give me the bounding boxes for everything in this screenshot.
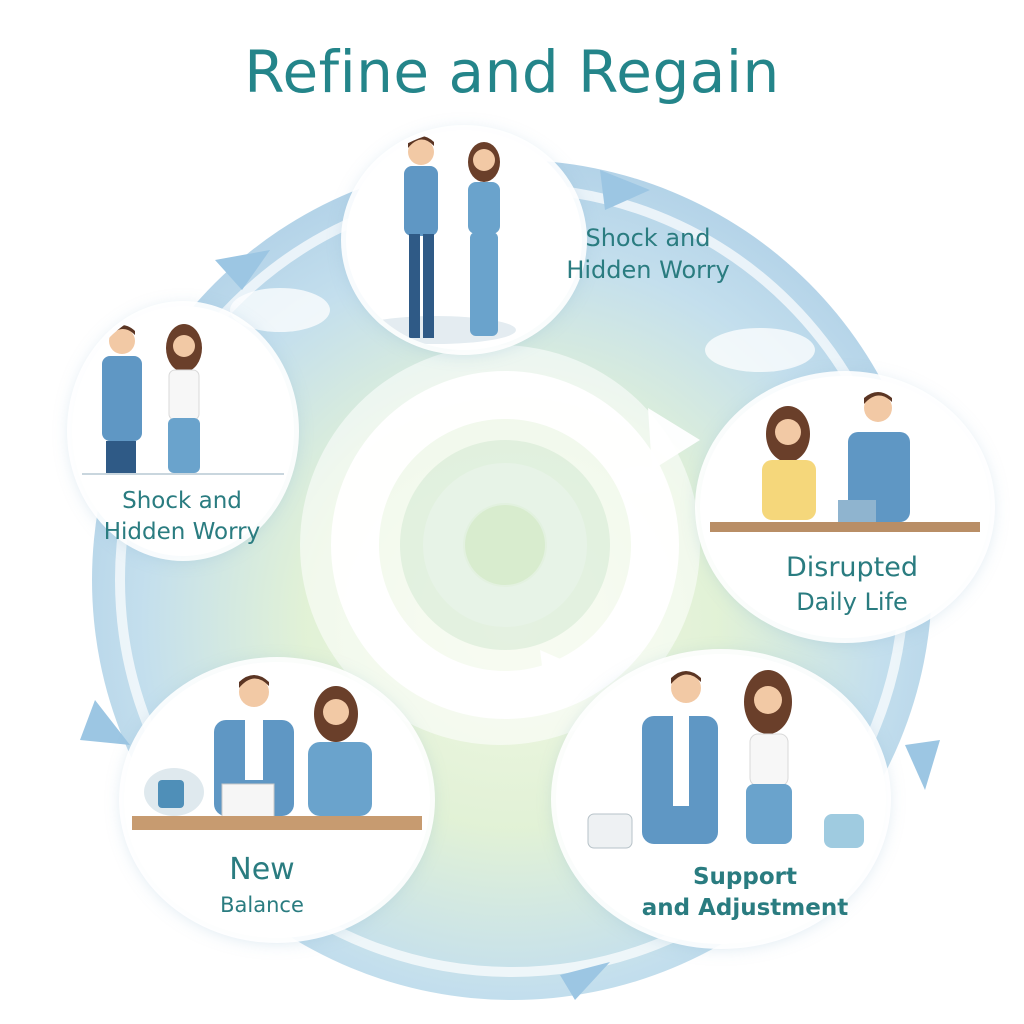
- central-spiral-icon: [300, 345, 700, 745]
- couple-illustration-icon: [356, 136, 516, 344]
- stage-bottom-right-label-line2: and Adjustment: [641, 895, 849, 922]
- stage-bottom-left-label: New Balance: [172, 850, 352, 919]
- arrow-icon: [905, 740, 940, 790]
- stage-bottom-left: [124, 662, 430, 938]
- stage-top: [346, 130, 582, 350]
- stage-top-label-line2: Hidden Worry: [566, 256, 730, 285]
- stage-bottom-right-label: Support and Adjustment: [620, 862, 870, 924]
- couple-illustration-icon: [82, 324, 284, 475]
- stage-left-label-line1: Shock and: [122, 488, 242, 514]
- stage-right-label-line2: Daily Life: [796, 588, 908, 617]
- couple-illustration-icon: [710, 392, 980, 532]
- stage-right-label: Disrupted Daily Life: [742, 550, 962, 619]
- stage-top-label-line1: Shock and: [585, 224, 711, 252]
- stage-bottom-left-label-line2: Balance: [220, 892, 304, 917]
- couple-illustration-icon: [132, 675, 422, 830]
- stage-bottom-left-label-line1: New: [229, 852, 295, 887]
- stage-right-label-line1: Disrupted: [785, 552, 919, 583]
- page-title: Refine and Regain: [244, 38, 780, 106]
- stage-top-label: Shock and Hidden Worry: [548, 222, 748, 287]
- arrow-icon: [215, 250, 270, 290]
- arrow-icon: [560, 962, 610, 1000]
- couple-illustration-icon: [587, 670, 864, 849]
- stage-left-label-line2: Hidden Worry: [103, 519, 261, 546]
- arrow-icon: [600, 170, 650, 210]
- stage-bottom-right: [556, 654, 886, 944]
- stage-left-label: Shock and Hidden Worry: [62, 486, 302, 548]
- stage-right: [700, 376, 990, 638]
- arrow-icon: [648, 408, 700, 470]
- arrow-icon: [80, 700, 130, 745]
- stage-bottom-right-label-line1: Support: [692, 864, 797, 890]
- cycle-arrows: [80, 170, 940, 1000]
- stage-left: [72, 306, 294, 556]
- arrow-icon: [540, 650, 590, 690]
